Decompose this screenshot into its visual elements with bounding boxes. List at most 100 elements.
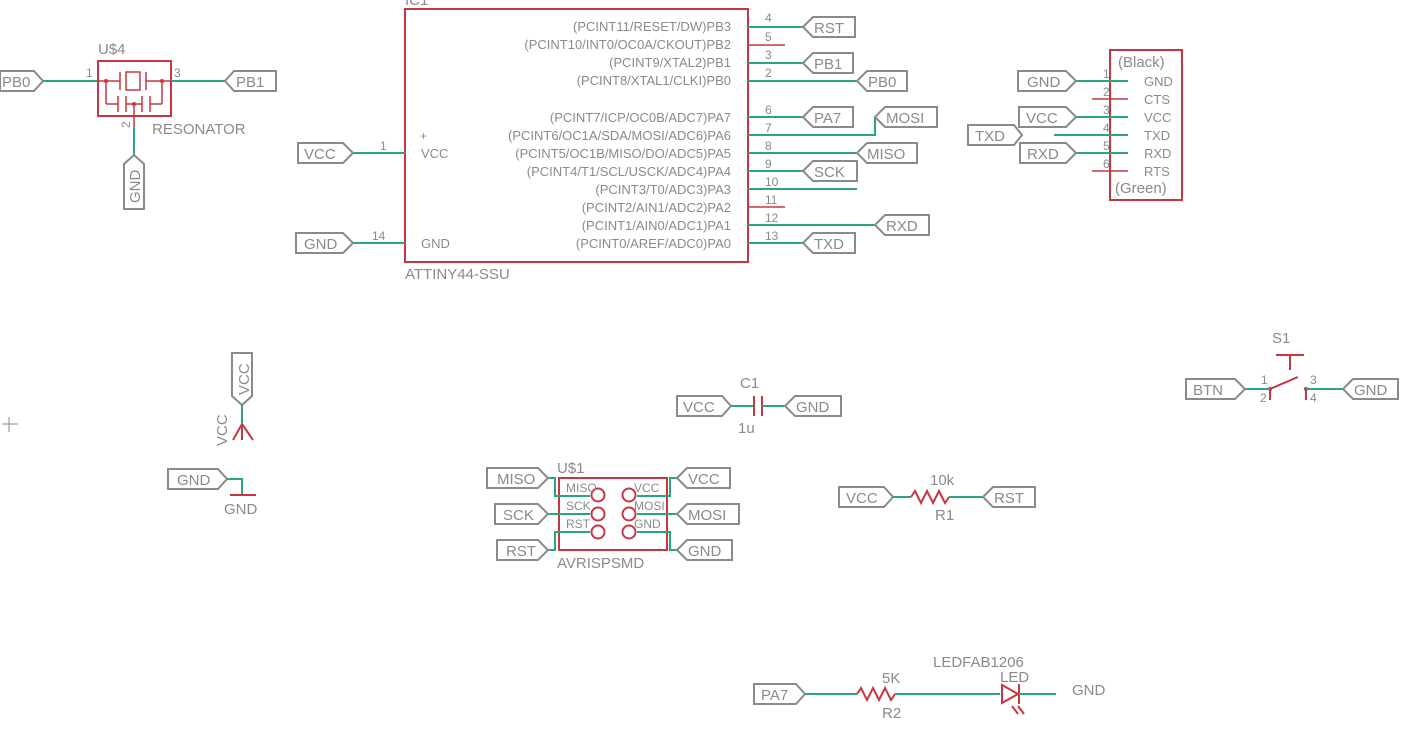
net-label-text: RST xyxy=(506,543,536,560)
net-label-txd-mcu[interactable]: TXD xyxy=(801,232,856,254)
net-label-vcc-isp[interactable]: VCC xyxy=(675,467,731,489)
net-label-pb0-mcu[interactable]: PB0 xyxy=(855,70,908,92)
pin-number: 1 xyxy=(1261,373,1268,387)
pin-name: GND xyxy=(1144,74,1173,89)
led-name: LED xyxy=(1000,669,1029,686)
resistor-r1[interactable]: VCC RST 10k R1 xyxy=(838,472,1036,524)
pad-label: MOSI xyxy=(634,499,665,513)
net-label-text: GND xyxy=(796,399,830,416)
net-label-vcc-ftdi[interactable]: VCC xyxy=(1018,106,1078,128)
net-label-vcc-cap[interactable]: VCC xyxy=(676,395,733,417)
net-label-vcc-r1[interactable]: VCC xyxy=(838,486,895,508)
pin-name: (PCINT11/RESET/DW)PB3 xyxy=(573,19,731,34)
net-label-pa7-mcu[interactable]: PA7 xyxy=(801,106,854,128)
pin-number: 5 xyxy=(1103,139,1110,153)
pad-label: VCC xyxy=(634,481,660,495)
net-label-btn[interactable]: BTN xyxy=(1185,378,1247,400)
mcu-ic1[interactable]: IC1 ATTINY44-SSU + 1 VCC 14 GND VCC GND … xyxy=(295,0,938,283)
capacitor-name: C1 xyxy=(740,375,759,392)
net-label-rst-r1[interactable]: RST xyxy=(981,486,1036,508)
pin-number: 2 xyxy=(1260,391,1267,405)
pin-name: (PCINT3/T0/ADC3)PA3 xyxy=(595,182,731,197)
vcc-power-symbol[interactable]: VCC VCC xyxy=(214,352,254,446)
net-label-miso-mcu[interactable]: MISO xyxy=(855,142,918,164)
pin-number: 2 xyxy=(765,66,772,80)
pin-number: 6 xyxy=(1103,157,1110,171)
pin-number: 2 xyxy=(119,121,133,128)
ftdi-body xyxy=(1109,49,1183,201)
pin-name: VCC xyxy=(421,146,448,161)
switch-name: S1 xyxy=(1272,330,1290,347)
pin-name: (PCINT6/OC1A/SDA/MOSI/ADC6)PA6 xyxy=(508,128,731,143)
resistor-r2[interactable]: PA7 5K R2 xyxy=(753,670,1000,722)
net-label-gnd-switch[interactable]: GND xyxy=(1341,378,1399,400)
net-label-text: RXD xyxy=(1027,146,1059,163)
net-label-pb1-left[interactable]: PB1 xyxy=(223,70,277,92)
pin-number: 2 xyxy=(1103,85,1110,99)
pin-name: VCC xyxy=(1144,110,1171,125)
pin-number: 1 xyxy=(380,139,387,153)
net-label-text: GND xyxy=(304,236,338,253)
net-label-text: PB0 xyxy=(868,74,896,91)
pin-number: 4 xyxy=(1310,391,1317,405)
pin-number: 9 xyxy=(765,157,772,171)
net-label-gnd-resonator[interactable]: GND xyxy=(123,153,145,210)
switch-s1[interactable]: S1 1 2 3 4 BTN GND xyxy=(1185,330,1399,405)
led[interactable]: LEDFAB1206 LED GND xyxy=(933,654,1106,715)
net-label-rxd-mcu[interactable]: RXD xyxy=(873,214,930,236)
net-label-txd-ftdi[interactable]: TXD xyxy=(967,124,1024,146)
capacitor-c1[interactable]: VCC GND C1 1u xyxy=(676,375,842,437)
isp-header-u1[interactable]: U$1 AVRISPSMD MISO VCC SCK MOSI RST GND … xyxy=(486,460,740,572)
pin-name: (PCINT10/INT0/OC0A/CKOUT)PB2 xyxy=(524,37,731,52)
net-label-text: RST xyxy=(994,490,1024,507)
net-label-gnd-isp[interactable]: GND xyxy=(675,539,733,561)
pin-number: 6 xyxy=(765,103,772,117)
net-label-rst-isp[interactable]: RST xyxy=(496,539,550,561)
net-label-gnd-mcu[interactable]: GND xyxy=(295,232,355,254)
gnd-power-symbol[interactable]: GND GND xyxy=(167,468,258,518)
net-label-gnd-power[interactable]: GND xyxy=(167,468,229,490)
pin-number: 1 xyxy=(86,66,93,80)
net-label-text: VCC xyxy=(304,146,336,163)
net-label-text: VCC xyxy=(1026,110,1058,127)
pin-name: (PCINT5/OC1B/MISO/DO/ADC5)PA5 xyxy=(515,146,731,161)
net-label-rst-mcu[interactable]: RST xyxy=(801,16,856,38)
net-label-text: RXD xyxy=(886,218,918,235)
net-label-gnd-ftdi[interactable]: GND xyxy=(1017,70,1078,92)
pin-name: RTS xyxy=(1144,164,1170,179)
net-label-text: GND xyxy=(1354,382,1388,399)
net-label-text: VCC xyxy=(688,471,720,488)
pad-label: MISO xyxy=(566,481,597,495)
pin-number: 14 xyxy=(372,229,386,243)
net-label-sck-mcu[interactable]: SCK xyxy=(801,160,858,182)
net-label-mosi-mcu[interactable]: MOSI xyxy=(873,106,938,128)
net-label-text: PB1 xyxy=(236,74,264,91)
isp-name: U$1 xyxy=(557,460,585,477)
pad-label: RST xyxy=(566,517,591,531)
net-label-text: VCC xyxy=(236,363,253,395)
mcu-value: ATTINY44-SSU xyxy=(405,266,510,283)
ftdi-header[interactable]: (Black) (Green) GND CTS VCC TXD RXD RTS … xyxy=(967,49,1183,201)
net-label-text: VCC xyxy=(683,399,715,416)
net-label-text: PB1 xyxy=(814,56,842,73)
net-label-rxd-ftdi[interactable]: RXD xyxy=(1019,142,1078,164)
net-label-text: BTN xyxy=(1193,382,1223,399)
pin-name: (PCINT7/ICP/OC0B/ADC7)PA7 xyxy=(550,110,731,125)
net-label-vcc-power[interactable]: VCC xyxy=(231,352,253,407)
net-label-pa7-led[interactable]: PA7 xyxy=(753,683,807,705)
pin-number: 8 xyxy=(765,139,772,153)
net-label-text: SCK xyxy=(814,164,845,181)
net-label-mosi-isp[interactable]: MOSI xyxy=(675,503,740,525)
svg-text:+: + xyxy=(420,129,427,143)
net-label-sck-isp[interactable]: SCK xyxy=(494,503,550,525)
pin-name: (PCINT1/AIN0/ADC1)PA1 xyxy=(582,218,731,233)
net-label-pb0-left[interactable]: PB0 xyxy=(0,70,45,92)
net-label-gnd-cap[interactable]: GND xyxy=(783,395,842,417)
net-label-vcc-mcu[interactable]: VCC xyxy=(297,142,355,164)
resonator-u4[interactable]: PB0 1 U$4 RESONATOR 3 2 PB1 xyxy=(0,41,277,210)
net-label-miso-isp[interactable]: MISO xyxy=(486,467,550,489)
net-label-text: VCC xyxy=(846,490,878,507)
net-label-pb1-mcu[interactable]: PB1 xyxy=(801,52,854,74)
r1-name: R1 xyxy=(935,507,954,524)
